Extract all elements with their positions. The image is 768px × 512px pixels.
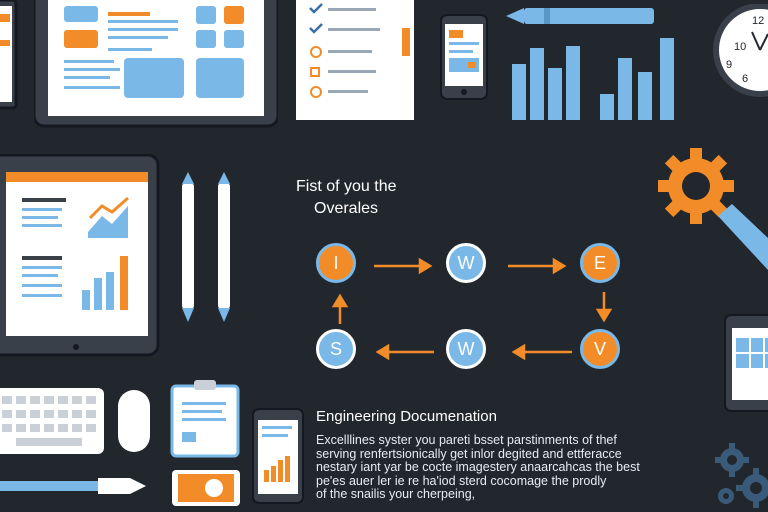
- pen-vertical-1: [180, 172, 196, 324]
- flow-node-s: S: [316, 329, 356, 369]
- camera-card: [170, 468, 242, 508]
- doc-line-4: pe'es auer ler ie re ha'iod sterd cocoma…: [316, 473, 607, 488]
- doc-line-3: nestary iant yar be cocte imagestery ana…: [316, 460, 640, 474]
- pen-top: [506, 6, 656, 28]
- clock-number-12: 12: [752, 15, 764, 27]
- gears-icon: [712, 440, 768, 512]
- doc-body: Excelllines syster you pareti bsset pars…: [316, 433, 676, 502]
- flow-title-line-2: Overales: [314, 200, 379, 217]
- tablet-analytics-left: [0, 154, 160, 358]
- tablet-partial-right: [724, 314, 768, 414]
- phone-partial-top-left: [0, 0, 20, 110]
- clock-number-9: 9: [726, 59, 732, 71]
- clipboard: [170, 378, 240, 458]
- flow-node-w-bottom: W: [446, 329, 486, 369]
- checklist-document: [296, 0, 416, 124]
- clock-number-10: 10: [734, 41, 746, 53]
- phone-bottom-chart: [252, 408, 304, 504]
- pen-vertical-2: [216, 172, 232, 324]
- gear-wrench-icon: [656, 144, 768, 284]
- doc-line-2: serving renfertsionically get inlor degi…: [316, 446, 622, 461]
- keyboard: [0, 388, 106, 456]
- flow-title: Fist of you the Overales: [296, 176, 397, 220]
- bar-chart-top: [510, 34, 690, 122]
- doc-line-5: of the snailis your cherpeing,: [316, 487, 476, 501]
- clock-number-6: 6: [742, 73, 748, 85]
- doc-line-1: Excelllines syster you pareti bsset pars…: [316, 433, 617, 447]
- pen-bottom: [0, 474, 150, 498]
- doc-heading: Engineering Documenation: [316, 408, 497, 425]
- phone-small-top: [440, 14, 488, 100]
- flow-node-e: E: [580, 243, 620, 283]
- flow-node-w-top: W: [446, 243, 486, 283]
- tablet-dashboard-top: [34, 0, 278, 128]
- mouse: [116, 388, 152, 454]
- flow-node-v: V: [580, 329, 620, 369]
- flow-node-i: I: [316, 243, 356, 283]
- flow-title-line-1: Fist of you the: [296, 178, 397, 195]
- wall-clock: 10 12 9 6: [712, 4, 768, 100]
